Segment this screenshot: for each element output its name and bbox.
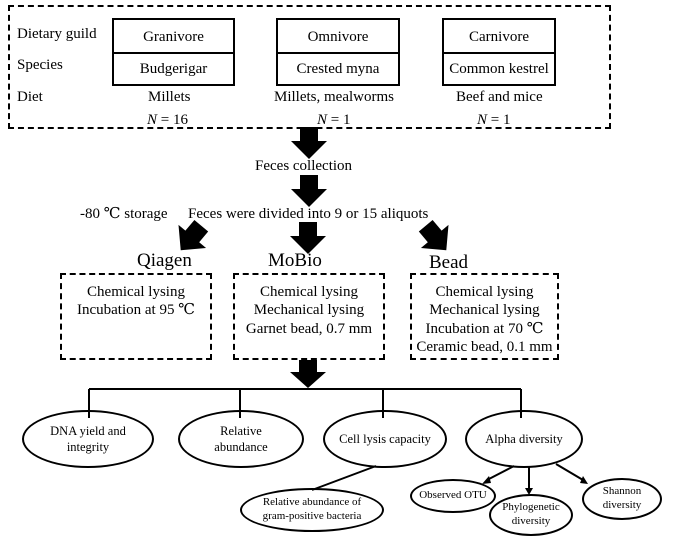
- outcome-observed-otu: Observed OTU: [410, 479, 496, 513]
- step: Mechanical lysing: [429, 302, 540, 319]
- outcome-phylogenetic-diversity: Phylogenetic diversity: [489, 494, 573, 536]
- outcome-relative-abundance: Relative abundance: [178, 410, 304, 468]
- qiagen-box: Chemical lysing Incubation at 95 ℃: [60, 273, 212, 360]
- species-crested-myna: Crested myna: [296, 61, 380, 77]
- storage-label: -80 ℃ storage: [80, 206, 168, 222]
- step: Ceramic bead, 0.1 mm: [416, 338, 553, 355]
- guild-carnivore: Carnivore: [469, 29, 529, 45]
- arrow-down-icon: [290, 360, 326, 388]
- outcome-line: Alpha diversity: [485, 431, 563, 446]
- diet-carnivore: Beef and mice: [456, 89, 543, 105]
- guild-granivore: Granivore: [143, 29, 204, 45]
- carnivore-box: Carnivore Common kestrel: [442, 18, 556, 86]
- divider: [444, 52, 554, 54]
- bead-box: Chemical lysing Mechanical lysing Incuba…: [410, 273, 559, 360]
- row-label-diet: Diet: [17, 89, 43, 105]
- species-budgerigar: Budgerigar: [139, 61, 208, 77]
- step: Chemical lysing: [260, 284, 358, 300]
- diet-granivore: Millets: [148, 89, 191, 105]
- row-label-dietary-guild: Dietary guild: [17, 26, 97, 42]
- outcome-line: Observed OTU: [419, 489, 487, 502]
- arrow-down-icon: [291, 127, 327, 159]
- outcome-line: DNA yield and: [50, 423, 126, 438]
- outcome-line: integrity: [66, 440, 110, 454]
- outcome-shannon-diversity: Shannon diversity: [582, 478, 662, 520]
- step: Chemical lysing: [87, 284, 185, 300]
- outcome-line: abundance: [214, 440, 268, 454]
- divider: [278, 52, 398, 54]
- guild-omnivore: Omnivore: [307, 29, 369, 45]
- arrow-down-right-icon: [418, 219, 449, 251]
- n-granivore: N = 16: [147, 113, 188, 128]
- method-title-mobio: MoBio: [268, 250, 322, 271]
- feces-collection-label: Feces collection: [255, 158, 353, 174]
- step: Incubation at 70 ℃: [425, 320, 544, 337]
- n-symbol: N: [317, 112, 328, 128]
- outcome-alpha-diversity: Alpha diversity: [465, 410, 583, 468]
- divider: [114, 52, 233, 54]
- n-value: = 1: [330, 112, 351, 128]
- n-symbol: N: [477, 112, 488, 128]
- step: Mechanical lysing: [253, 302, 365, 319]
- outcome-dna-yield: DNA yield and integrity: [22, 410, 154, 468]
- n-carnivore: N = 1: [477, 113, 510, 128]
- row-label-species: Species: [17, 57, 63, 73]
- omnivore-box: Omnivore Crested myna: [276, 18, 400, 86]
- outcome-cell-lysis: Cell lysis capacity: [323, 410, 447, 468]
- outcome-line: gram-positive bacteria: [262, 510, 362, 522]
- step: Garnet bead, 0.7 mm: [245, 320, 373, 337]
- diet-omnivore: Millets, mealworms: [274, 89, 394, 105]
- arrow-down-left-icon: [178, 219, 209, 251]
- arrow-down-icon: [290, 222, 326, 254]
- method-title-qiagen: Qiagen: [137, 250, 192, 271]
- n-omnivore: N = 1: [317, 113, 350, 128]
- n-symbol: N: [147, 112, 158, 128]
- outcome-gram-positive: Relative abundance of gram-positive bact…: [240, 488, 384, 532]
- outcome-line: Shannon: [602, 485, 642, 498]
- method-title-bead: Bead: [429, 252, 469, 273]
- n-value: = 1: [490, 112, 511, 128]
- step: Chemical lysing: [435, 284, 534, 300]
- outcome-line: diversity: [602, 499, 642, 511]
- mobio-box: Chemical lysing Mechanical lysing Garnet…: [233, 273, 385, 360]
- granivore-box: Granivore Budgerigar: [112, 18, 235, 86]
- outcome-line: Cell lysis capacity: [339, 431, 431, 446]
- aliquots-label: Feces were divided into 9 or 15 aliquots: [188, 206, 429, 222]
- outcome-line: diversity: [511, 515, 551, 527]
- n-value: = 16: [160, 112, 188, 128]
- step: Incubation at 95 ℃: [76, 302, 195, 319]
- outcome-line: Relative abundance of: [262, 496, 362, 509]
- outcome-line: Phylogenetic: [502, 501, 560, 514]
- species-common-kestrel: Common kestrel: [449, 61, 549, 77]
- arrow-down-icon: [291, 175, 327, 207]
- outcome-line: Relative: [220, 423, 262, 438]
